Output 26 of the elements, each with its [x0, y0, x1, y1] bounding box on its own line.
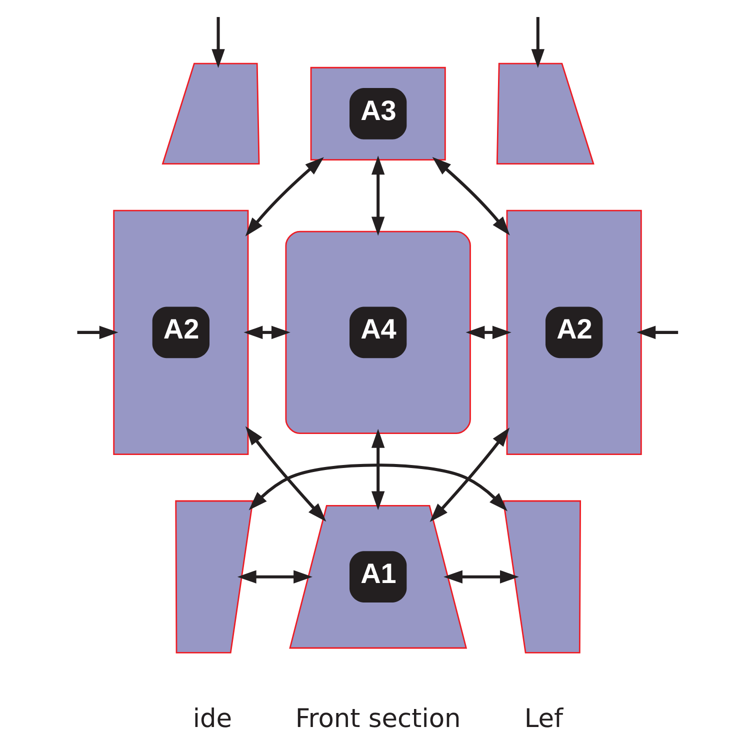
arrow — [432, 157, 510, 236]
node-box: A4 — [284, 230, 470, 434]
arrow — [76, 326, 118, 340]
label: Front section — [294, 704, 460, 734]
node-box: A2 — [506, 210, 642, 456]
arrow — [244, 157, 324, 236]
arrow — [370, 156, 384, 236]
arrow — [636, 326, 678, 340]
arrow — [243, 326, 290, 340]
arrow — [211, 17, 224, 68]
node-box: A3 — [310, 66, 446, 160]
arrow — [530, 17, 544, 68]
label: Lef — [524, 704, 563, 734]
label: ide — [192, 704, 232, 734]
node-polygon — [161, 62, 260, 165]
arrow — [429, 428, 510, 522]
node-polygon — [496, 62, 594, 165]
arrow — [236, 570, 312, 584]
arrow — [443, 570, 518, 584]
arrow — [244, 426, 326, 522]
arrow — [248, 464, 507, 512]
node-polygon — [174, 500, 254, 654]
node-box: A2 — [112, 210, 248, 456]
node-polygon — [502, 500, 581, 654]
arrow — [465, 326, 511, 340]
arrow — [370, 428, 384, 510]
